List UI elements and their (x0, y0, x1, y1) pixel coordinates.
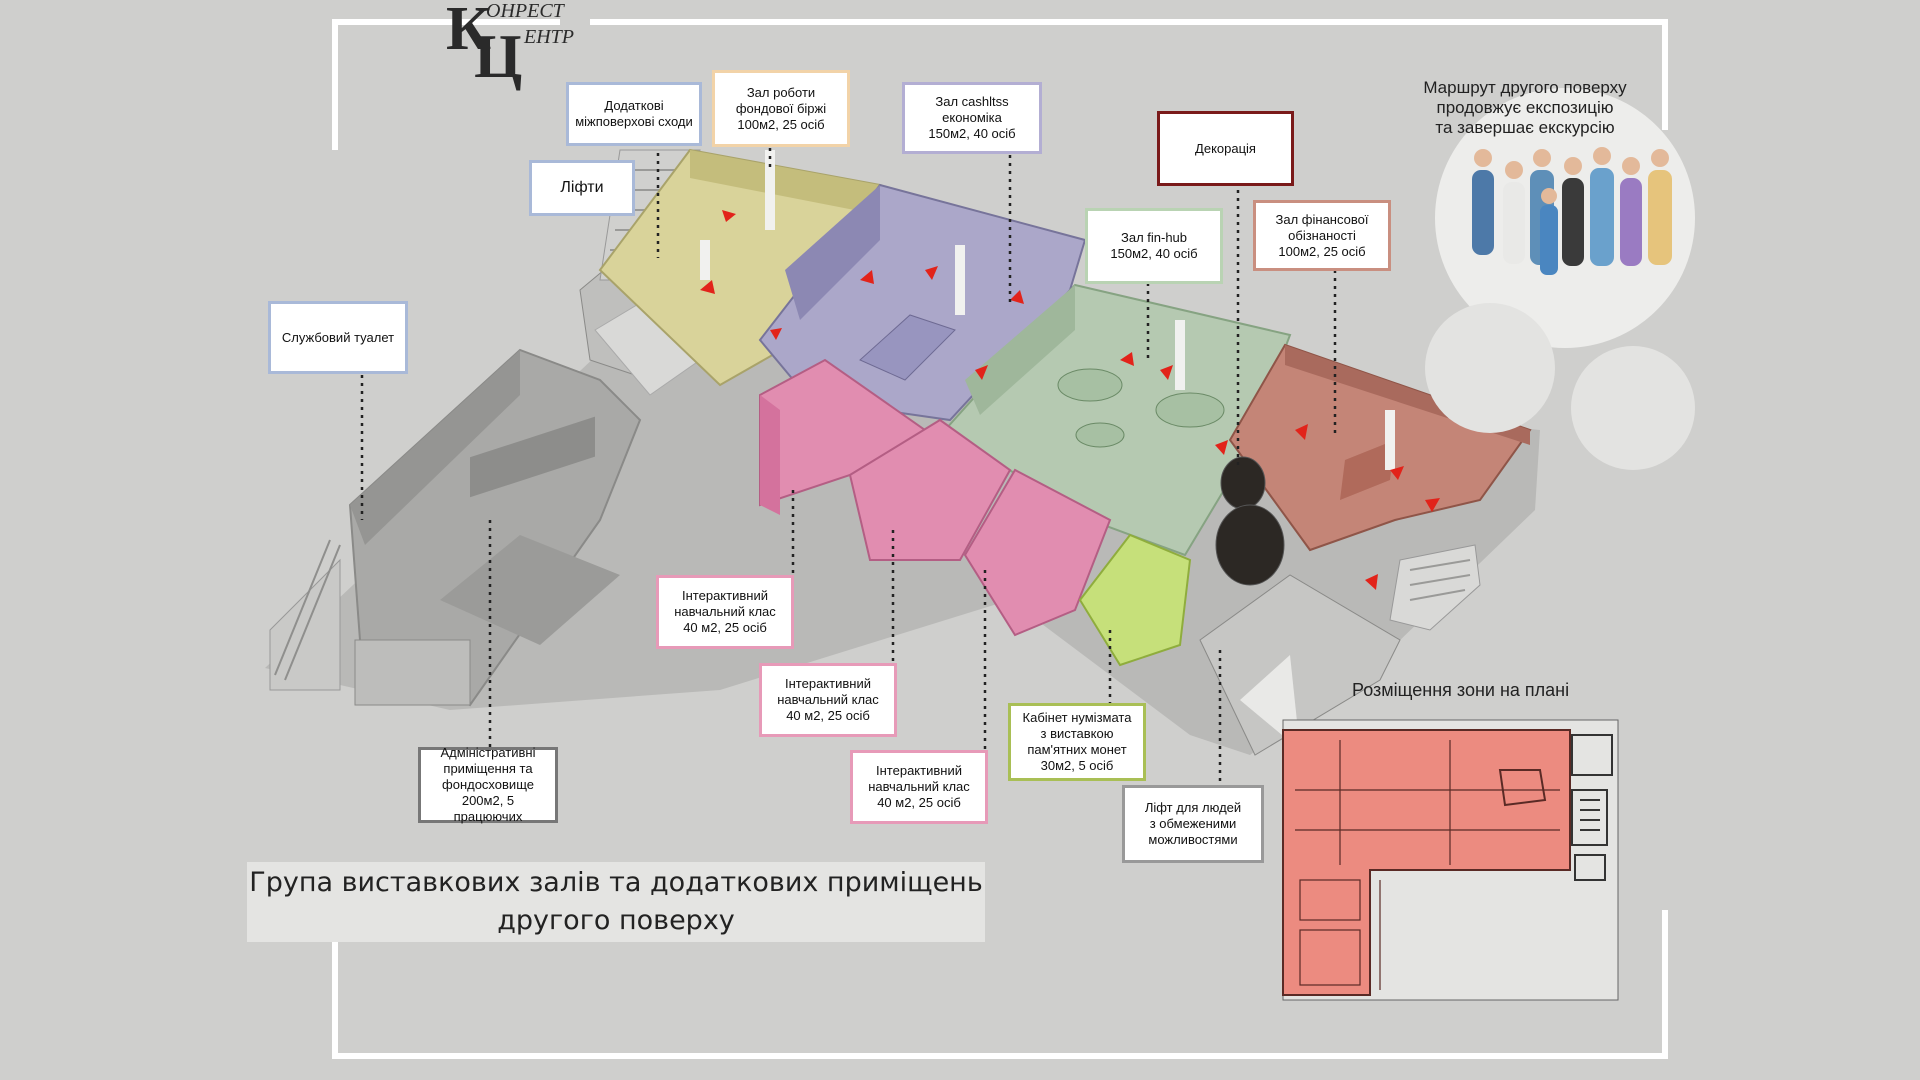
people-figures (1472, 147, 1672, 275)
decoration-object (1215, 456, 1285, 586)
logo: К ОНРЕСТ Ц ЕНТР (446, 0, 576, 91)
logo-text-bottom: ЕНТР (524, 26, 574, 48)
white-frame (332, 19, 1668, 1059)
title-line-2: другого поверху (497, 905, 735, 936)
label-lifts: Ліфти (529, 160, 635, 216)
route-photo-group (1425, 88, 1695, 470)
leader-lines (360, 140, 1337, 785)
logo-letter-k: К (446, 0, 491, 63)
route-description: Маршрут другого поверху продовжує експоз… (1423, 78, 1627, 137)
plan-caption: Розміщення зони на плані (1352, 680, 1570, 700)
route-arrows (700, 210, 1440, 590)
label-decoration: Декорація (1157, 111, 1294, 186)
mini-floor-plan (1282, 719, 1619, 1001)
classrooms-zone (759, 358, 1112, 637)
logo-letter-ts: Ц (474, 23, 523, 91)
logo-text-top: ОНРЕСТ (486, 0, 564, 22)
page-title: Група виставкових залів та додаткових пр… (247, 862, 985, 942)
lower-right-zone (1199, 544, 1481, 756)
title-line-1: Група виставкових залів та додаткових пр… (249, 867, 983, 898)
numismatist-zone (1078, 533, 1192, 667)
fin-hub-zone (943, 283, 1292, 557)
admin-zone (269, 348, 642, 707)
label-toilet: Службовий туалет (268, 301, 408, 374)
